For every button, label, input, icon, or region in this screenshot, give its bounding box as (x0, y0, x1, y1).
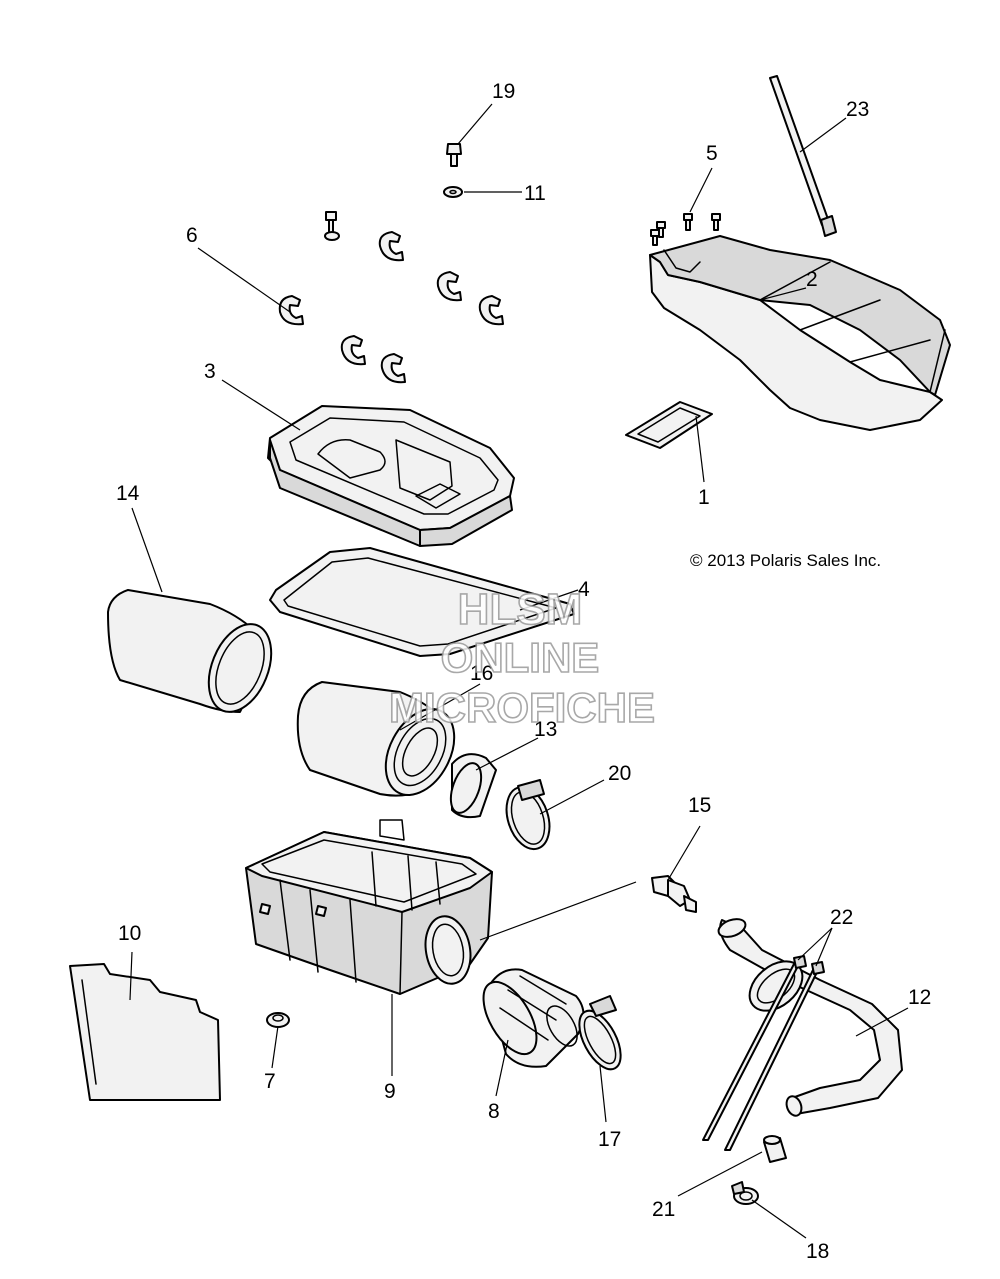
part-13-coupler[interactable] (445, 753, 497, 819)
callout-21: 21 (652, 1198, 675, 1221)
watermark: HLSM ONLINE MICROFICHE (388, 584, 656, 732)
watermark-line-2: ONLINE (441, 634, 600, 681)
part-3-airbox-lid[interactable] (267, 405, 515, 547)
callout-12: 12 (908, 986, 931, 1009)
watermark-line-1: HLSM (458, 585, 583, 634)
callout-19: 19 (492, 80, 515, 103)
callout-1: 1 (698, 486, 710, 509)
callout-15: 15 (688, 794, 711, 817)
part-10-panel[interactable] (69, 963, 221, 1101)
watermark-line-3: MICROFICHE (389, 684, 655, 731)
callout-17: 17 (598, 1128, 621, 1151)
callout-7: 7 (264, 1070, 276, 1093)
part-19-bolt[interactable] (446, 143, 462, 167)
copyright-text: © 2013 Polaris Sales Inc. (690, 551, 881, 570)
callout-23: 23 (846, 98, 869, 121)
callout-labels: 19 11 5 23 2 1 6 3 14 4 16 13 20 15 22 1… (116, 80, 931, 1263)
part-20-clamp[interactable] (499, 779, 557, 855)
callout-9: 9 (384, 1080, 396, 1103)
callout-10: 10 (118, 922, 141, 945)
part-11-washer[interactable] (443, 186, 463, 198)
part-16-main-filter[interactable] (296, 681, 468, 807)
part-17-clamp[interactable] (571, 995, 629, 1076)
callout-2: 2 (806, 268, 818, 291)
part-12-hose[interactable] (716, 916, 903, 1118)
bolt-and-washer[interactable] (324, 211, 340, 241)
callout-6: 6 (186, 224, 198, 247)
callout-20: 20 (608, 762, 631, 785)
part-8-boot[interactable] (473, 968, 585, 1068)
part-21-plug[interactable] (763, 1135, 787, 1163)
part-22-cable-ties[interactable] (702, 955, 825, 1151)
callout-18: 18 (806, 1240, 829, 1263)
part-5-screws[interactable] (650, 213, 721, 246)
part-18-clamp[interactable] (731, 1181, 759, 1205)
callout-13: 13 (534, 718, 557, 741)
part-2-intake-duct[interactable] (649, 235, 951, 431)
part-4-seal[interactable] (269, 547, 575, 657)
callout-4: 4 (578, 578, 590, 601)
part-15-sensor[interactable] (651, 875, 697, 913)
callout-22: 22 (830, 906, 853, 929)
callout-14: 14 (116, 482, 140, 505)
callout-5: 5 (706, 142, 718, 165)
part-14-prefilter[interactable] (107, 589, 283, 721)
leader-lines (129, 103, 909, 1239)
part-23-cable-tie[interactable] (769, 75, 837, 237)
part-7-grommet[interactable] (266, 1012, 290, 1028)
part-6-clips[interactable] (278, 231, 504, 384)
part-9-airbox-base[interactable] (245, 819, 493, 995)
callout-3: 3 (204, 360, 216, 383)
callout-16: 16 (470, 662, 493, 685)
callout-8: 8 (488, 1100, 500, 1123)
part-1-gasket[interactable] (625, 401, 713, 449)
callout-11: 11 (524, 182, 546, 205)
